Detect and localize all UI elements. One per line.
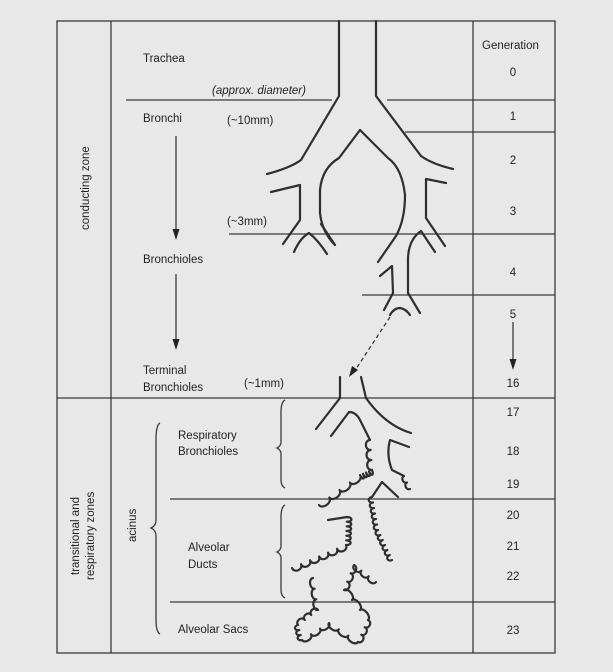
generation-20: 20 bbox=[507, 510, 520, 522]
bronchi-label: Bronchi bbox=[143, 113, 182, 125]
respiratory-bronchioles-brace bbox=[275, 399, 286, 489]
dashed-continuation-arrow bbox=[353, 316, 391, 373]
generation-2: 2 bbox=[510, 155, 516, 167]
generation-1: 1 bbox=[510, 111, 516, 123]
generation-21: 21 bbox=[507, 541, 520, 553]
terminal-left-wall bbox=[314, 375, 342, 431]
generation-3: 3 bbox=[510, 206, 516, 218]
terminal-right-wall bbox=[359, 375, 413, 435]
segment-fork bbox=[388, 306, 412, 317]
generation-header: Generation bbox=[482, 40, 539, 52]
acinus-label: acinus bbox=[127, 509, 139, 542]
respiratory-bronchiole-right bbox=[387, 438, 412, 491]
generation-19: 19 bbox=[507, 479, 520, 491]
alveolar-ducts-label-2: Ducts bbox=[188, 559, 218, 571]
generation-4: 4 bbox=[510, 267, 517, 279]
bronchioles-label: Bronchioles bbox=[143, 254, 203, 266]
left-lobe-inner bbox=[319, 222, 337, 247]
right-lobe-branch bbox=[424, 177, 448, 248]
diameter-note: (approx. diameter) bbox=[212, 85, 306, 97]
left-lobe-branch bbox=[269, 183, 302, 246]
terminal-bronchioles-label-2: Bronchioles bbox=[143, 382, 203, 394]
generation-arrowhead bbox=[509, 359, 517, 370]
arrowhead-2 bbox=[172, 339, 180, 350]
trachea-left-wall bbox=[265, 19, 341, 176]
respiratory-bronchiole-alveoli bbox=[317, 468, 374, 508]
terminal-diameter: (~1mm) bbox=[244, 378, 284, 390]
terminal-bronchioles-label-1: Terminal bbox=[143, 365, 186, 377]
respiratory-zone-label-2: respiratory zones bbox=[85, 492, 97, 580]
respiratory-bronchioles-label-1: Respiratory bbox=[178, 430, 237, 442]
generation-numbers: 0 1 2 3 4 5 16 17 18 19 20 21 22 23 bbox=[507, 67, 520, 637]
alveolar-sacs-label: Alveolar Sacs bbox=[178, 624, 249, 636]
respiratory-bronchiole-left bbox=[329, 410, 374, 472]
generation-17: 17 bbox=[507, 407, 520, 419]
respiratory-zone-label-1: transitional and bbox=[70, 497, 82, 575]
generation-0: 0 bbox=[510, 67, 516, 79]
conducting-zone-label: conducting zone bbox=[80, 146, 92, 230]
acinus-brace bbox=[149, 422, 161, 635]
mid-diameter: (~3mm) bbox=[227, 216, 267, 228]
trachea-right-wall bbox=[374, 19, 455, 171]
alveolar-duct-right bbox=[367, 495, 394, 562]
left-lobe-fork bbox=[292, 231, 329, 256]
segment-branch bbox=[378, 264, 395, 312]
respiratory-bronchiole-fork bbox=[370, 480, 400, 499]
acinar-structures bbox=[290, 410, 412, 645]
generation-23: 23 bbox=[507, 625, 520, 637]
alveolar-sac-left bbox=[293, 576, 360, 645]
arrowhead-1 bbox=[172, 229, 180, 240]
bronchi-diameter: (~10mm) bbox=[227, 115, 273, 127]
generation-5: 5 bbox=[510, 309, 516, 321]
bronchial-tree bbox=[265, 19, 455, 435]
trachea-label: Trachea bbox=[143, 53, 185, 65]
right-lobe-inner bbox=[406, 229, 437, 315]
respiratory-bronchioles-label-2: Bronchioles bbox=[178, 446, 238, 458]
generation-22: 22 bbox=[507, 571, 520, 583]
alveolar-sac-right bbox=[342, 563, 378, 644]
dashed-arrowhead bbox=[349, 366, 358, 377]
alveolar-duct-left bbox=[290, 515, 353, 572]
generation-18: 18 bbox=[507, 446, 520, 458]
generation-16: 16 bbox=[507, 378, 520, 390]
carina-left bbox=[318, 128, 362, 247]
outer-frame bbox=[56, 20, 556, 654]
carina-right bbox=[358, 128, 407, 264]
alveolar-ducts-brace bbox=[275, 504, 286, 599]
alveolar-ducts-label-1: Alveolar bbox=[188, 542, 230, 554]
